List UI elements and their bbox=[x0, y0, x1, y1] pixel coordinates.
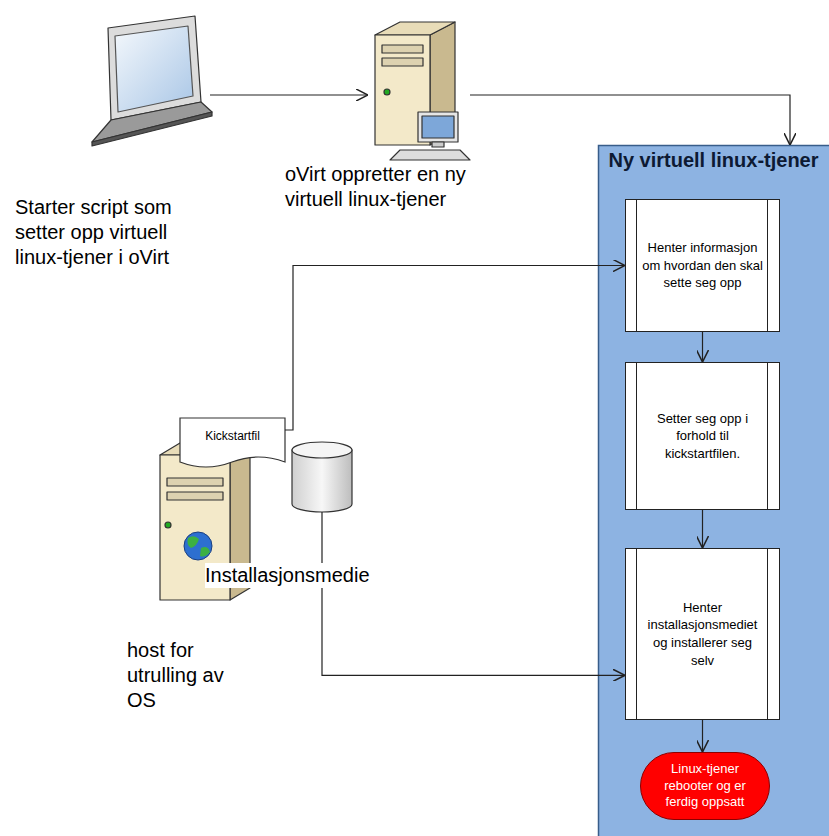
connector bbox=[702, 510, 703, 548]
connector bbox=[702, 332, 703, 362]
node-text: Henter informasjon om hvordan den skal s… bbox=[642, 239, 763, 292]
process-box: Henter informasjon om hvordan den skal s… bbox=[625, 199, 780, 332]
connector bbox=[285, 266, 625, 431]
node-label: Installasjonsmedie bbox=[205, 563, 370, 588]
document-node: Kickstartfil bbox=[180, 418, 285, 464]
node-label: oVirt oppretter en ny virtuell linux-tje… bbox=[285, 162, 470, 212]
panel-title: Ny virtuell linux-tjener bbox=[606, 149, 821, 172]
connector bbox=[470, 95, 790, 145]
node-text: Kickstartfil bbox=[186, 429, 279, 443]
node-label: Starter script som setter opp virtuell l… bbox=[15, 195, 210, 270]
disk-node: Installasjonsmedie bbox=[292, 442, 352, 512]
laptop-icon bbox=[92, 16, 212, 146]
document-shape bbox=[180, 418, 285, 467]
connector bbox=[210, 94, 368, 95]
connector bbox=[702, 720, 703, 752]
node-text: Henter installasjonsmediet og installere… bbox=[642, 599, 763, 669]
process-box: Setter seg opp i forhold til kickstartfi… bbox=[625, 362, 780, 510]
globe-icon bbox=[184, 532, 212, 560]
connector bbox=[322, 512, 625, 675]
terminator: Linux-tjener rebooter og er ferdig oppsa… bbox=[640, 752, 770, 820]
node-text: Linux-tjener rebooter og er ferdig oppsa… bbox=[655, 761, 755, 812]
panel-backdrop bbox=[599, 146, 829, 836]
node-text: Setter seg opp i forhold til kickstartfi… bbox=[642, 410, 763, 463]
server-icon bbox=[375, 22, 470, 160]
disk-cylinder bbox=[292, 442, 352, 512]
node-label: host for utrulling av OS bbox=[127, 638, 250, 713]
process-box: Henter installasjonsmediet og installere… bbox=[625, 548, 780, 720]
vm-panel: Ny virtuell linux-tjenerHenter informasj… bbox=[598, 145, 829, 836]
ovirt-server-node: oVirt oppretter en ny virtuell linux-tje… bbox=[368, 25, 470, 160]
laptop-node: Starter script som setter opp virtuell l… bbox=[85, 15, 210, 140]
